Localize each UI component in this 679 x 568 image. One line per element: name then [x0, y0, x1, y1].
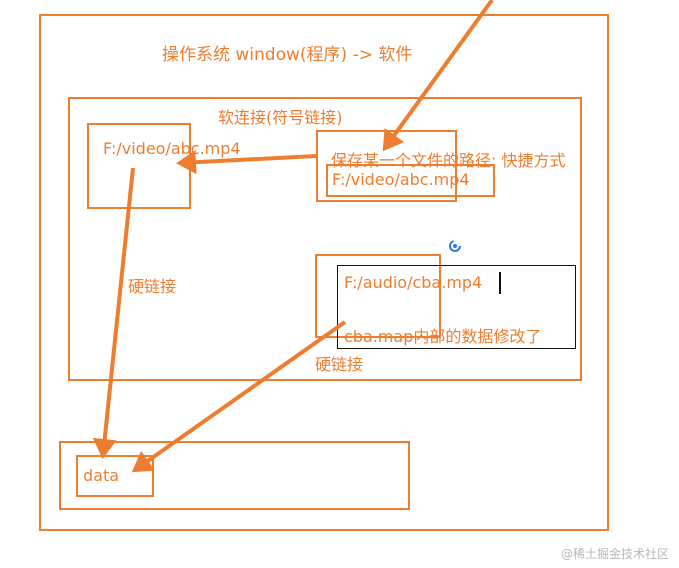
text-cursor [499, 272, 501, 294]
data-label: data [83, 466, 120, 485]
arrow-incoming-top [382, 0, 494, 152]
soft-link-box [68, 97, 582, 381]
cba-description: cba.map内部的数据修改了 [344, 327, 542, 346]
cba-file-path: F:/audio/cba.mp4 [344, 273, 483, 292]
hard-link-label-2: 硬链接 [315, 355, 364, 374]
arrow-shortcut-to-file [176, 150, 317, 175]
shortcut-description: 保存某一个文件的路径: 快捷方式 [331, 151, 566, 170]
data-outer-box [59, 441, 410, 510]
abc-file-path: F:/video/abc.mp4 [103, 139, 241, 158]
loading-spinner-icon [449, 240, 461, 252]
soft-link-title: 软连接(符号链接) [218, 108, 343, 127]
cba-file-box [315, 254, 441, 338]
arrow-hardlink-1 [92, 167, 135, 459]
annotation-box [337, 265, 576, 349]
hard-link-label-1: 硬链接 [128, 277, 177, 296]
watermark: @稀土掘金技术社区 [560, 547, 669, 561]
os-outer-box [39, 14, 609, 531]
shortcut-path-box [326, 164, 495, 197]
shortcut-path: F:/video/abc.mp4 [332, 170, 470, 189]
os-title: 操作系统 window(程序) -> 软件 [162, 45, 413, 65]
arrow-hardlink-2 [131, 320, 347, 473]
